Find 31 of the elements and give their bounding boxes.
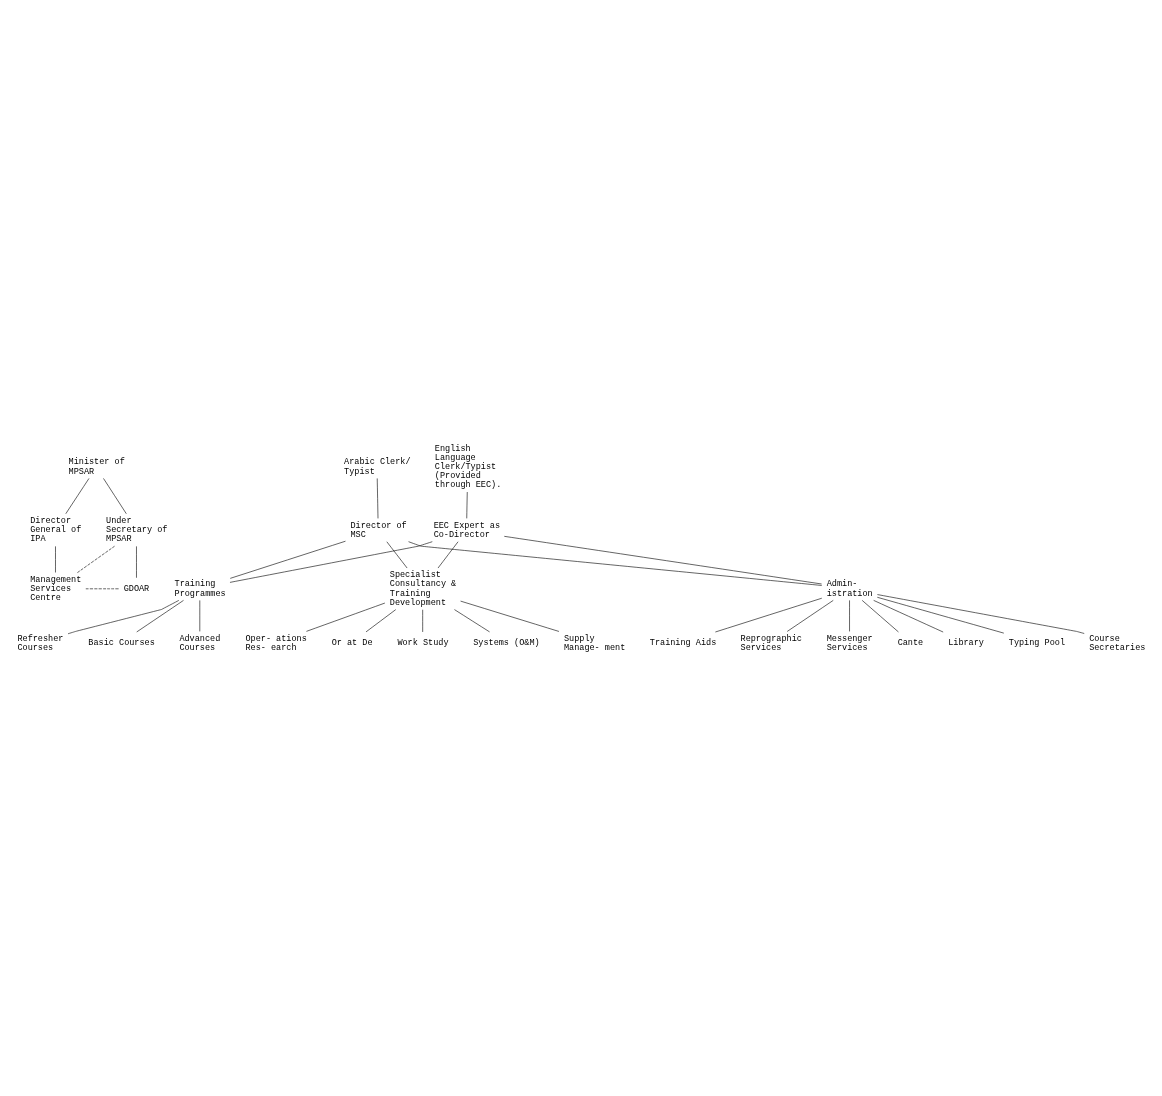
node-text: Library — [948, 638, 984, 649]
connector — [229, 541, 433, 583]
node-text: GDOAR — [123, 584, 150, 595]
connector — [437, 541, 459, 569]
node-text: Under Secretary of MPSAR — [106, 516, 168, 545]
node-text: Refresher Courses — [17, 633, 64, 653]
node-text: Admin- istration — [826, 579, 873, 599]
node-text: Messenger Services — [826, 633, 873, 653]
node-text: Advanced Courses — [179, 633, 221, 653]
connector — [386, 541, 408, 569]
node-text: Training Aids — [649, 638, 717, 649]
node-text: Typing Pool — [1008, 638, 1065, 649]
node-text: Basic Courses — [88, 638, 155, 649]
connector — [408, 541, 823, 586]
node-text: Course Secretaries — [1089, 633, 1146, 653]
node-text: Arabic Clerk/ Typist — [344, 457, 411, 477]
node-text: Cante — [897, 638, 924, 649]
node-text: Specialist Consultancy & Training Development — [389, 570, 457, 608]
node-text: Director General of IPA — [30, 516, 82, 545]
node-text: Reprographic Services — [740, 633, 802, 653]
node-text: Or at De — [331, 638, 373, 649]
node-text: EEC Expert as Co-Director — [433, 520, 501, 540]
node-text: Oper- ations Res- earch — [245, 633, 307, 653]
node-text: Training Programmes — [174, 579, 226, 599]
node-text: Management Services Centre — [30, 574, 82, 604]
node-text: Systems (O&M) — [473, 638, 540, 649]
node-text: Supply Manage- ment — [563, 633, 626, 653]
node-text: Minister of MPSAR — [68, 457, 125, 477]
node-text: English Language Clerk/Typist (Provided through EEC). — [434, 443, 502, 491]
node-text: Work Study — [397, 638, 449, 649]
node-text: Director of MSC — [350, 520, 407, 540]
